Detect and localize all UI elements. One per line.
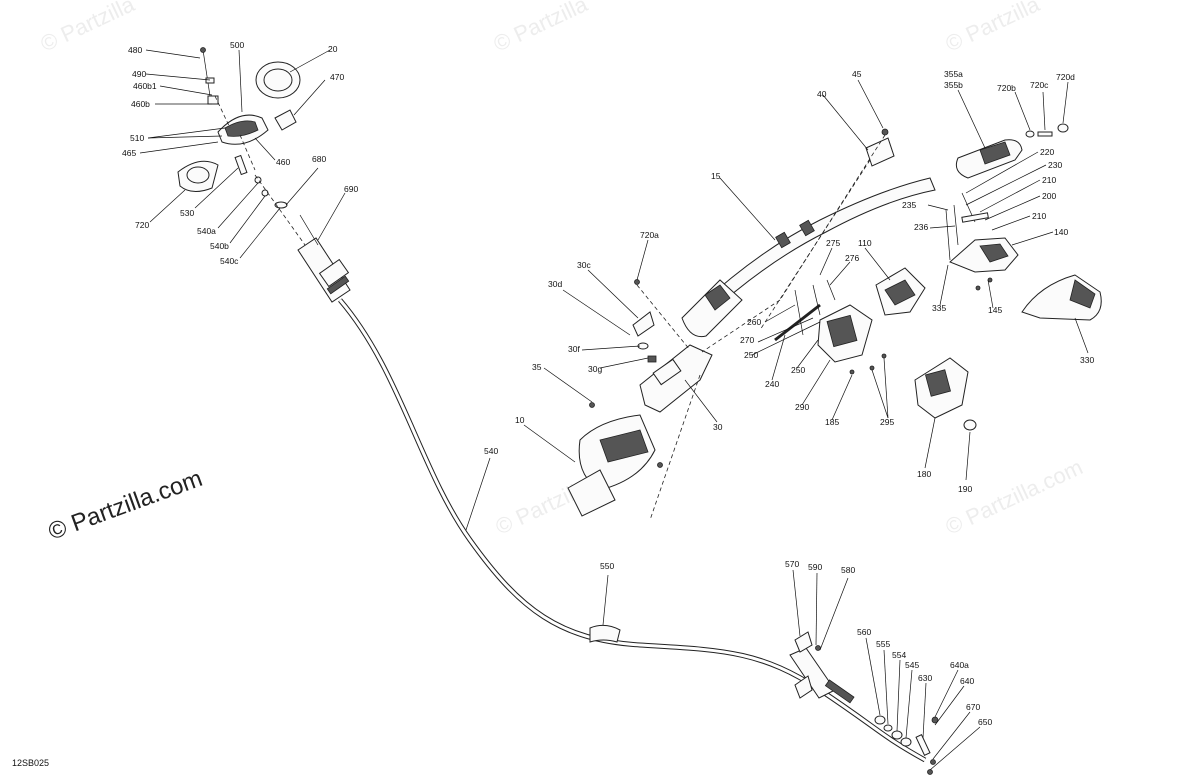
callout-720a: 720a <box>640 230 659 240</box>
callout-640a: 640a <box>950 660 969 670</box>
throttle-cable <box>297 214 927 763</box>
callout-250-upper: 250 <box>744 350 758 360</box>
watermark: © Partzilla <box>942 0 1044 57</box>
callout-590: 590 <box>808 562 822 572</box>
callout-270: 270 <box>740 335 754 345</box>
callout-720: 720 <box>135 220 149 230</box>
callout-20: 20 <box>328 44 338 54</box>
callout-690: 690 <box>344 184 358 194</box>
callout-470: 470 <box>330 72 344 82</box>
callout-570: 570 <box>785 559 799 569</box>
callout-labels: 480 490 460b1 460b 500 20 470 510 465 46… <box>122 40 1094 727</box>
watermark: © Partzilla.com <box>942 454 1087 539</box>
callout-545: 545 <box>905 660 919 670</box>
leader-lines <box>139 49 1089 771</box>
callout-260: 260 <box>747 317 761 327</box>
callout-250-lower: 250 <box>791 365 805 375</box>
callout-30: 30 <box>713 422 723 432</box>
callout-210-lower: 210 <box>1032 211 1046 221</box>
callout-40: 40 <box>817 89 827 99</box>
callout-630: 630 <box>918 673 932 683</box>
callout-540b: 540b <box>210 241 229 251</box>
callout-530: 530 <box>180 208 194 218</box>
callout-550: 550 <box>600 561 614 571</box>
callout-235: 235 <box>902 200 916 210</box>
callout-220: 220 <box>1040 147 1054 157</box>
callout-185: 185 <box>825 417 839 427</box>
callout-45: 45 <box>852 69 862 79</box>
callout-640: 640 <box>960 676 974 686</box>
callout-460b1: 460b1 <box>133 81 157 91</box>
hand-guard <box>1021 274 1102 321</box>
callout-465: 465 <box>122 148 136 158</box>
callout-355a: 355a <box>944 69 963 79</box>
callout-15: 15 <box>711 171 721 181</box>
callout-460b: 460b <box>131 99 150 109</box>
callout-276: 276 <box>845 253 859 263</box>
callout-330: 330 <box>1080 355 1094 365</box>
throttle-body-assembly <box>567 279 781 521</box>
callout-540: 540 <box>484 446 498 456</box>
watermark: © Partzilla <box>37 0 139 57</box>
callout-650: 650 <box>978 717 992 727</box>
watermark-layer: © Partzilla © Partzilla © Partzilla © Pa… <box>37 0 1087 540</box>
callout-560: 560 <box>857 627 871 637</box>
callout-236: 236 <box>914 222 928 232</box>
callout-30f: 30f <box>568 344 580 354</box>
callout-200: 200 <box>1042 191 1056 201</box>
watermark: © Partzilla <box>490 0 592 57</box>
callout-110: 110 <box>858 238 872 248</box>
callout-500: 500 <box>230 40 244 50</box>
diagram-reference-code: 12SB025 <box>12 758 49 768</box>
callout-540a: 540a <box>197 226 216 236</box>
callout-30d: 30d <box>548 279 562 289</box>
callout-275: 275 <box>826 238 840 248</box>
callout-460: 460 <box>276 157 290 167</box>
callout-190: 190 <box>958 484 972 494</box>
callout-510: 510 <box>130 133 144 143</box>
callout-720d: 720d <box>1056 72 1075 82</box>
callout-230: 230 <box>1048 160 1062 170</box>
callout-10: 10 <box>515 415 525 425</box>
callout-210-upper: 210 <box>1042 175 1056 185</box>
callout-140: 140 <box>1054 227 1068 237</box>
callout-335: 335 <box>932 303 946 313</box>
switch-housing-assembly <box>774 267 926 375</box>
switch-cover <box>914 357 977 431</box>
throttle-housing-assembly <box>177 47 306 246</box>
right-control-assembly <box>945 192 1019 291</box>
callout-580: 580 <box>841 565 855 575</box>
callout-555: 555 <box>876 639 890 649</box>
callout-30g: 30g <box>588 364 602 374</box>
callout-554: 554 <box>892 650 906 660</box>
callout-670: 670 <box>966 702 980 712</box>
callout-540c: 540c <box>220 256 239 266</box>
right-grip-assembly <box>955 123 1069 179</box>
callout-720b: 720b <box>997 83 1016 93</box>
callout-355b: 355b <box>944 80 963 90</box>
callout-145: 145 <box>988 305 1002 315</box>
callout-720c: 720c <box>1030 80 1049 90</box>
callout-180: 180 <box>917 469 931 479</box>
callout-480: 480 <box>128 45 142 55</box>
callout-295: 295 <box>880 417 894 427</box>
callout-30c: 30c <box>577 260 591 270</box>
callout-240: 240 <box>765 379 779 389</box>
callout-35: 35 <box>532 362 542 372</box>
callout-680: 680 <box>312 154 326 164</box>
callout-490: 490 <box>132 69 146 79</box>
copyright-text: © Partzilla.com <box>45 465 206 546</box>
handlebar-assembly <box>681 128 936 338</box>
callout-290: 290 <box>795 402 809 412</box>
